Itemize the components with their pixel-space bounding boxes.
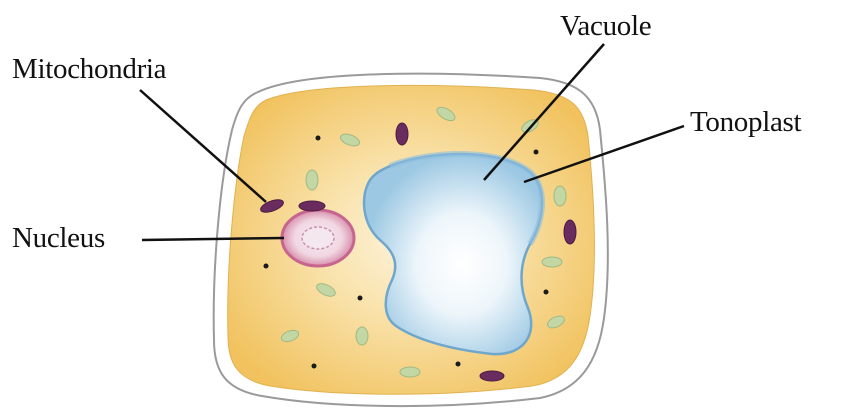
plastid: [554, 186, 566, 206]
mitochondrion: [480, 371, 504, 381]
nucleus-label: Nucleus: [12, 224, 105, 253]
plastid: [306, 170, 318, 190]
granule: [544, 290, 549, 295]
granule: [534, 150, 539, 155]
tonoplast-label: Tonoplast: [690, 108, 801, 137]
plastid: [542, 257, 562, 267]
granule: [316, 136, 321, 141]
mitochondrion: [299, 201, 325, 211]
granule: [456, 362, 461, 367]
granule: [312, 364, 317, 369]
mitochondrion: [564, 220, 576, 244]
granule: [264, 264, 269, 269]
plastid: [400, 367, 420, 377]
mitochondrion: [396, 123, 408, 145]
granule: [358, 296, 363, 301]
mitochondria-label: Mitochondria: [12, 55, 166, 84]
plastid: [356, 327, 368, 345]
vacuole-label: Vacuole: [560, 12, 651, 41]
nucleolus: [302, 227, 334, 249]
